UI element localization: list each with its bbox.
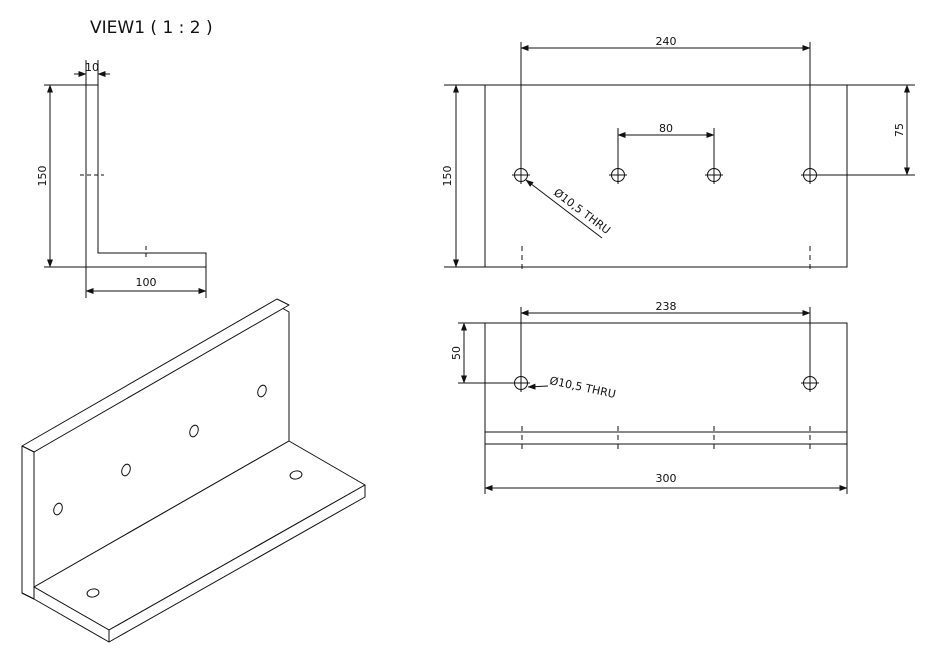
front-hole — [705, 166, 723, 184]
iso-left-bottom — [21, 586, 110, 643]
front-hole — [512, 166, 530, 184]
dim-top-length: 300 — [656, 472, 677, 485]
dim-side-thickness: 10 — [85, 61, 99, 74]
side-profile-outline — [85, 84, 207, 268]
view-title: VIEW1 ( 1 : 2 ) — [90, 18, 213, 38]
iso-vertical-edge — [21, 445, 35, 600]
dim-top-hole-span: 238 — [656, 300, 677, 313]
iso-hole — [121, 463, 131, 477]
dim-top-hole-offset: 50 — [450, 346, 463, 360]
callout-leader — [527, 383, 549, 390]
iso-hole — [257, 384, 267, 398]
top-hole-callout: Ø10,5 THRU — [548, 374, 617, 401]
iso-hole — [53, 502, 63, 516]
top-hole — [512, 374, 530, 392]
dim-front-inner-span: 80 — [659, 122, 673, 135]
dim-front-hole-span: 240 — [656, 35, 677, 48]
dim-side-height: 150 — [36, 166, 49, 187]
side-view — [44, 60, 207, 298]
top-view-outline — [484, 322, 848, 445]
isometric-view — [21, 298, 366, 643]
dim-side-leg: 100 — [136, 276, 157, 289]
front-view-outline — [484, 84, 848, 268]
front-hole — [609, 166, 627, 184]
top-hole — [801, 374, 819, 392]
iso-hole — [189, 424, 199, 438]
front-hole-callout: Ø10,5 THRU — [551, 186, 613, 237]
iso-hole — [86, 588, 100, 598]
dim-front-height: 150 — [441, 166, 454, 187]
dim-front-hole-offset: 75 — [893, 123, 906, 137]
front-hole — [801, 166, 819, 184]
top-view — [458, 307, 848, 494]
front-view — [444, 42, 915, 272]
iso-hole — [289, 470, 303, 480]
callout-leader — [525, 179, 603, 239]
